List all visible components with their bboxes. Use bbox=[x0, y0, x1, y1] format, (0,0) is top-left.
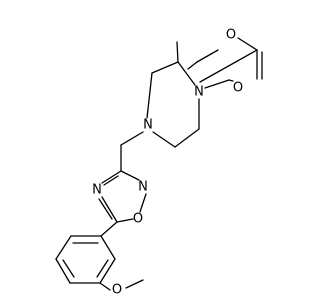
atom-label-o-carbonyl: O bbox=[233, 81, 243, 96]
bond-c3-n4oxa bbox=[101, 170, 122, 184]
bond-carbonyl-c-n1 bbox=[199, 49, 258, 83]
bond-c2-c3 bbox=[151, 61, 179, 74]
bond-ph-6-1 bbox=[100, 235, 116, 260]
bond-c5-c6 bbox=[174, 128, 200, 148]
atom-label-o-methoxy: O bbox=[112, 283, 122, 298]
bond-c5-phenyl bbox=[100, 221, 118, 237]
structure-diagram: N N N N O O O O bbox=[55, 28, 263, 298]
bond-o-carbonyl-c bbox=[237, 37, 258, 51]
atom-label-n-oxa-4: N bbox=[138, 180, 148, 195]
bond-c3-n4oxa-double bbox=[103, 175, 119, 186]
bond-ph-inner-b bbox=[62, 259, 75, 278]
bond-c5-n4oxa bbox=[101, 196, 118, 223]
bond-ph-inner-c bbox=[96, 259, 109, 278]
atom-label-o-ester: O bbox=[226, 28, 236, 43]
bond-ph-5-6 bbox=[99, 258, 116, 284]
bond-n1-c2 bbox=[177, 61, 196, 86]
bond-c3-n4 bbox=[146, 72, 153, 119]
bond-n2oxa-o1 bbox=[139, 193, 147, 213]
atom-label-n4: N bbox=[143, 118, 153, 133]
bond-ethyl-ch3-ch2 bbox=[196, 49, 219, 63]
bond-c5-n4oxa-double bbox=[98, 198, 113, 220]
bond-lines bbox=[55, 37, 263, 291]
bond-ph-o bbox=[99, 282, 111, 291]
bond-n1-carbamate-c bbox=[204, 79, 230, 89]
bond-c3-n2oxa bbox=[120, 170, 140, 181]
atom-label-o-oxa: O bbox=[133, 212, 143, 227]
bond-n4-ch2 bbox=[120, 131, 144, 146]
bond-ethyl-ch2-o bbox=[187, 61, 198, 70]
bond-c2-methyl bbox=[176, 41, 179, 63]
bond-carbamate-c-o-double bbox=[228, 79, 234, 82]
bond-ph-2-3 bbox=[55, 235, 72, 260]
atom-label-n1: N bbox=[194, 85, 204, 100]
bond-o-methyl bbox=[125, 279, 144, 289]
bond-ph-3-4 bbox=[55, 258, 71, 284]
bond-n4-c5 bbox=[152, 131, 176, 148]
atom-labels: N N N N O O O O bbox=[92, 28, 243, 298]
atom-label-n-oxa-3: N bbox=[92, 183, 102, 198]
bond-o1-c5 bbox=[116, 218, 134, 223]
